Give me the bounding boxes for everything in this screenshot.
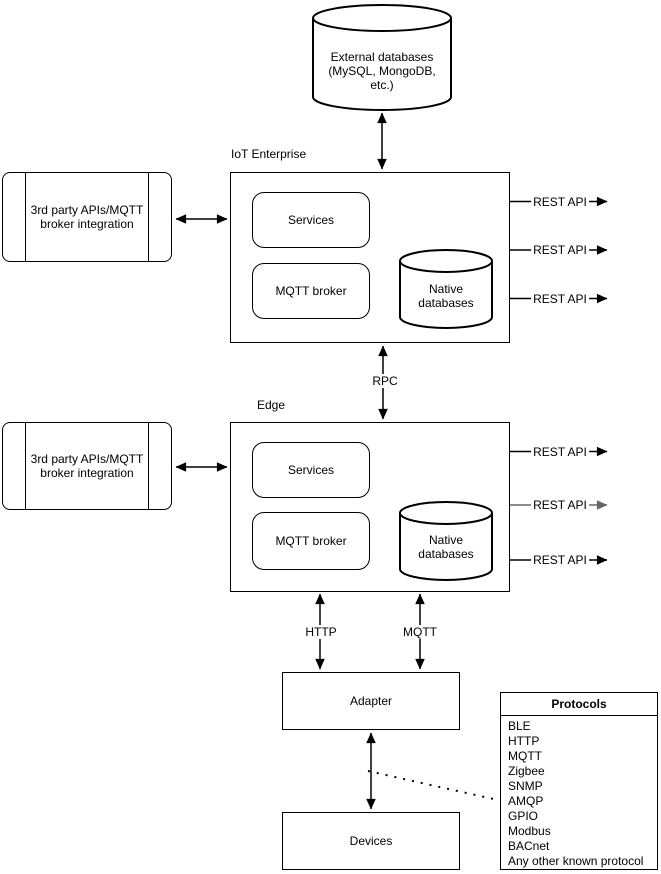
- protocol-item: BACnet: [508, 839, 550, 853]
- services-label: Services: [287, 213, 334, 227]
- process-bar-right: [148, 173, 149, 261]
- cylinder-top-arc: [399, 260, 493, 273]
- services-label: Services: [287, 463, 334, 477]
- enterprise-native-db-label: Native databases: [418, 282, 474, 310]
- enterprise-services-box: Services: [252, 192, 370, 248]
- thirdparty-box-enterprise: 3rd party APIs/MQTT broker integration: [2, 172, 172, 262]
- edge-title: Edge: [257, 398, 286, 412]
- protocols-title: Protocols: [501, 693, 657, 716]
- edge-services-box: Services: [252, 442, 370, 498]
- native-databases-cylinder-edge: [399, 501, 493, 581]
- protocol-item: Any other known protocol: [508, 854, 644, 868]
- external-databases-label: External databases (MySQL, MongoDB, etc.…: [328, 50, 436, 92]
- thirdparty-label: 3rd party APIs/MQTT broker integration: [30, 203, 144, 231]
- edge-box: [230, 422, 510, 592]
- protocol-item: MQTT: [508, 749, 542, 763]
- devices-label: Devices: [349, 834, 393, 848]
- thirdparty-label: 3rd party APIs/MQTT broker integration: [30, 452, 144, 480]
- process-bar-left: [25, 173, 26, 261]
- protocols-list: BLE HTTP MQTT Zigbee SNMP AMQP GPIO Modb…: [501, 716, 657, 869]
- rpc-label: RPC: [370, 374, 400, 388]
- native-databases-cylinder-enterprise: [399, 249, 493, 329]
- rest-api-label: REST API: [531, 553, 589, 567]
- mqtt-broker-label: MQTT broker: [275, 534, 347, 548]
- cylinder-top-arc: [312, 17, 452, 32]
- edge-native-db-label: Native databases: [418, 533, 474, 561]
- adapter-box: Adapter: [282, 672, 460, 730]
- enterprise-box: [230, 172, 510, 343]
- dotted-link-protocols: [367, 770, 499, 801]
- rest-api-label: REST API: [531, 292, 589, 306]
- enterprise-title: IoT Enterprise: [231, 147, 307, 161]
- protocol-item: Modbus: [508, 824, 551, 838]
- protocol-item: AMQP: [508, 794, 544, 808]
- http-label: HTTP: [303, 625, 339, 639]
- protocol-item: BLE: [508, 719, 531, 733]
- protocol-item: SNMP: [508, 779, 543, 793]
- protocols-panel: Protocols BLE HTTP MQTT Zigbee SNMP AMQP…: [500, 692, 658, 870]
- mqtt-broker-label: MQTT broker: [275, 284, 347, 298]
- external-databases-cylinder: [312, 4, 452, 111]
- rest-api-label: REST API: [531, 445, 589, 459]
- adapter-label: Adapter: [349, 694, 393, 708]
- rest-api-label: REST API: [531, 243, 589, 257]
- edge-mqtt-broker-box: MQTT broker: [252, 512, 370, 570]
- protocol-item: HTTP: [508, 734, 540, 748]
- rest-api-label: REST API: [531, 195, 589, 209]
- protocol-item: GPIO: [508, 809, 539, 823]
- devices-box: Devices: [282, 812, 460, 870]
- thirdparty-box-edge: 3rd party APIs/MQTT broker integration: [2, 422, 172, 510]
- process-bar-left: [25, 423, 26, 509]
- rest-api-label: REST API: [531, 498, 589, 512]
- protocol-item: Zigbee: [508, 764, 545, 778]
- cylinder-top-arc: [399, 512, 493, 525]
- process-bar-right: [148, 423, 149, 509]
- mqtt-label: MQTT: [401, 625, 439, 639]
- enterprise-mqtt-broker-box: MQTT broker: [252, 263, 370, 319]
